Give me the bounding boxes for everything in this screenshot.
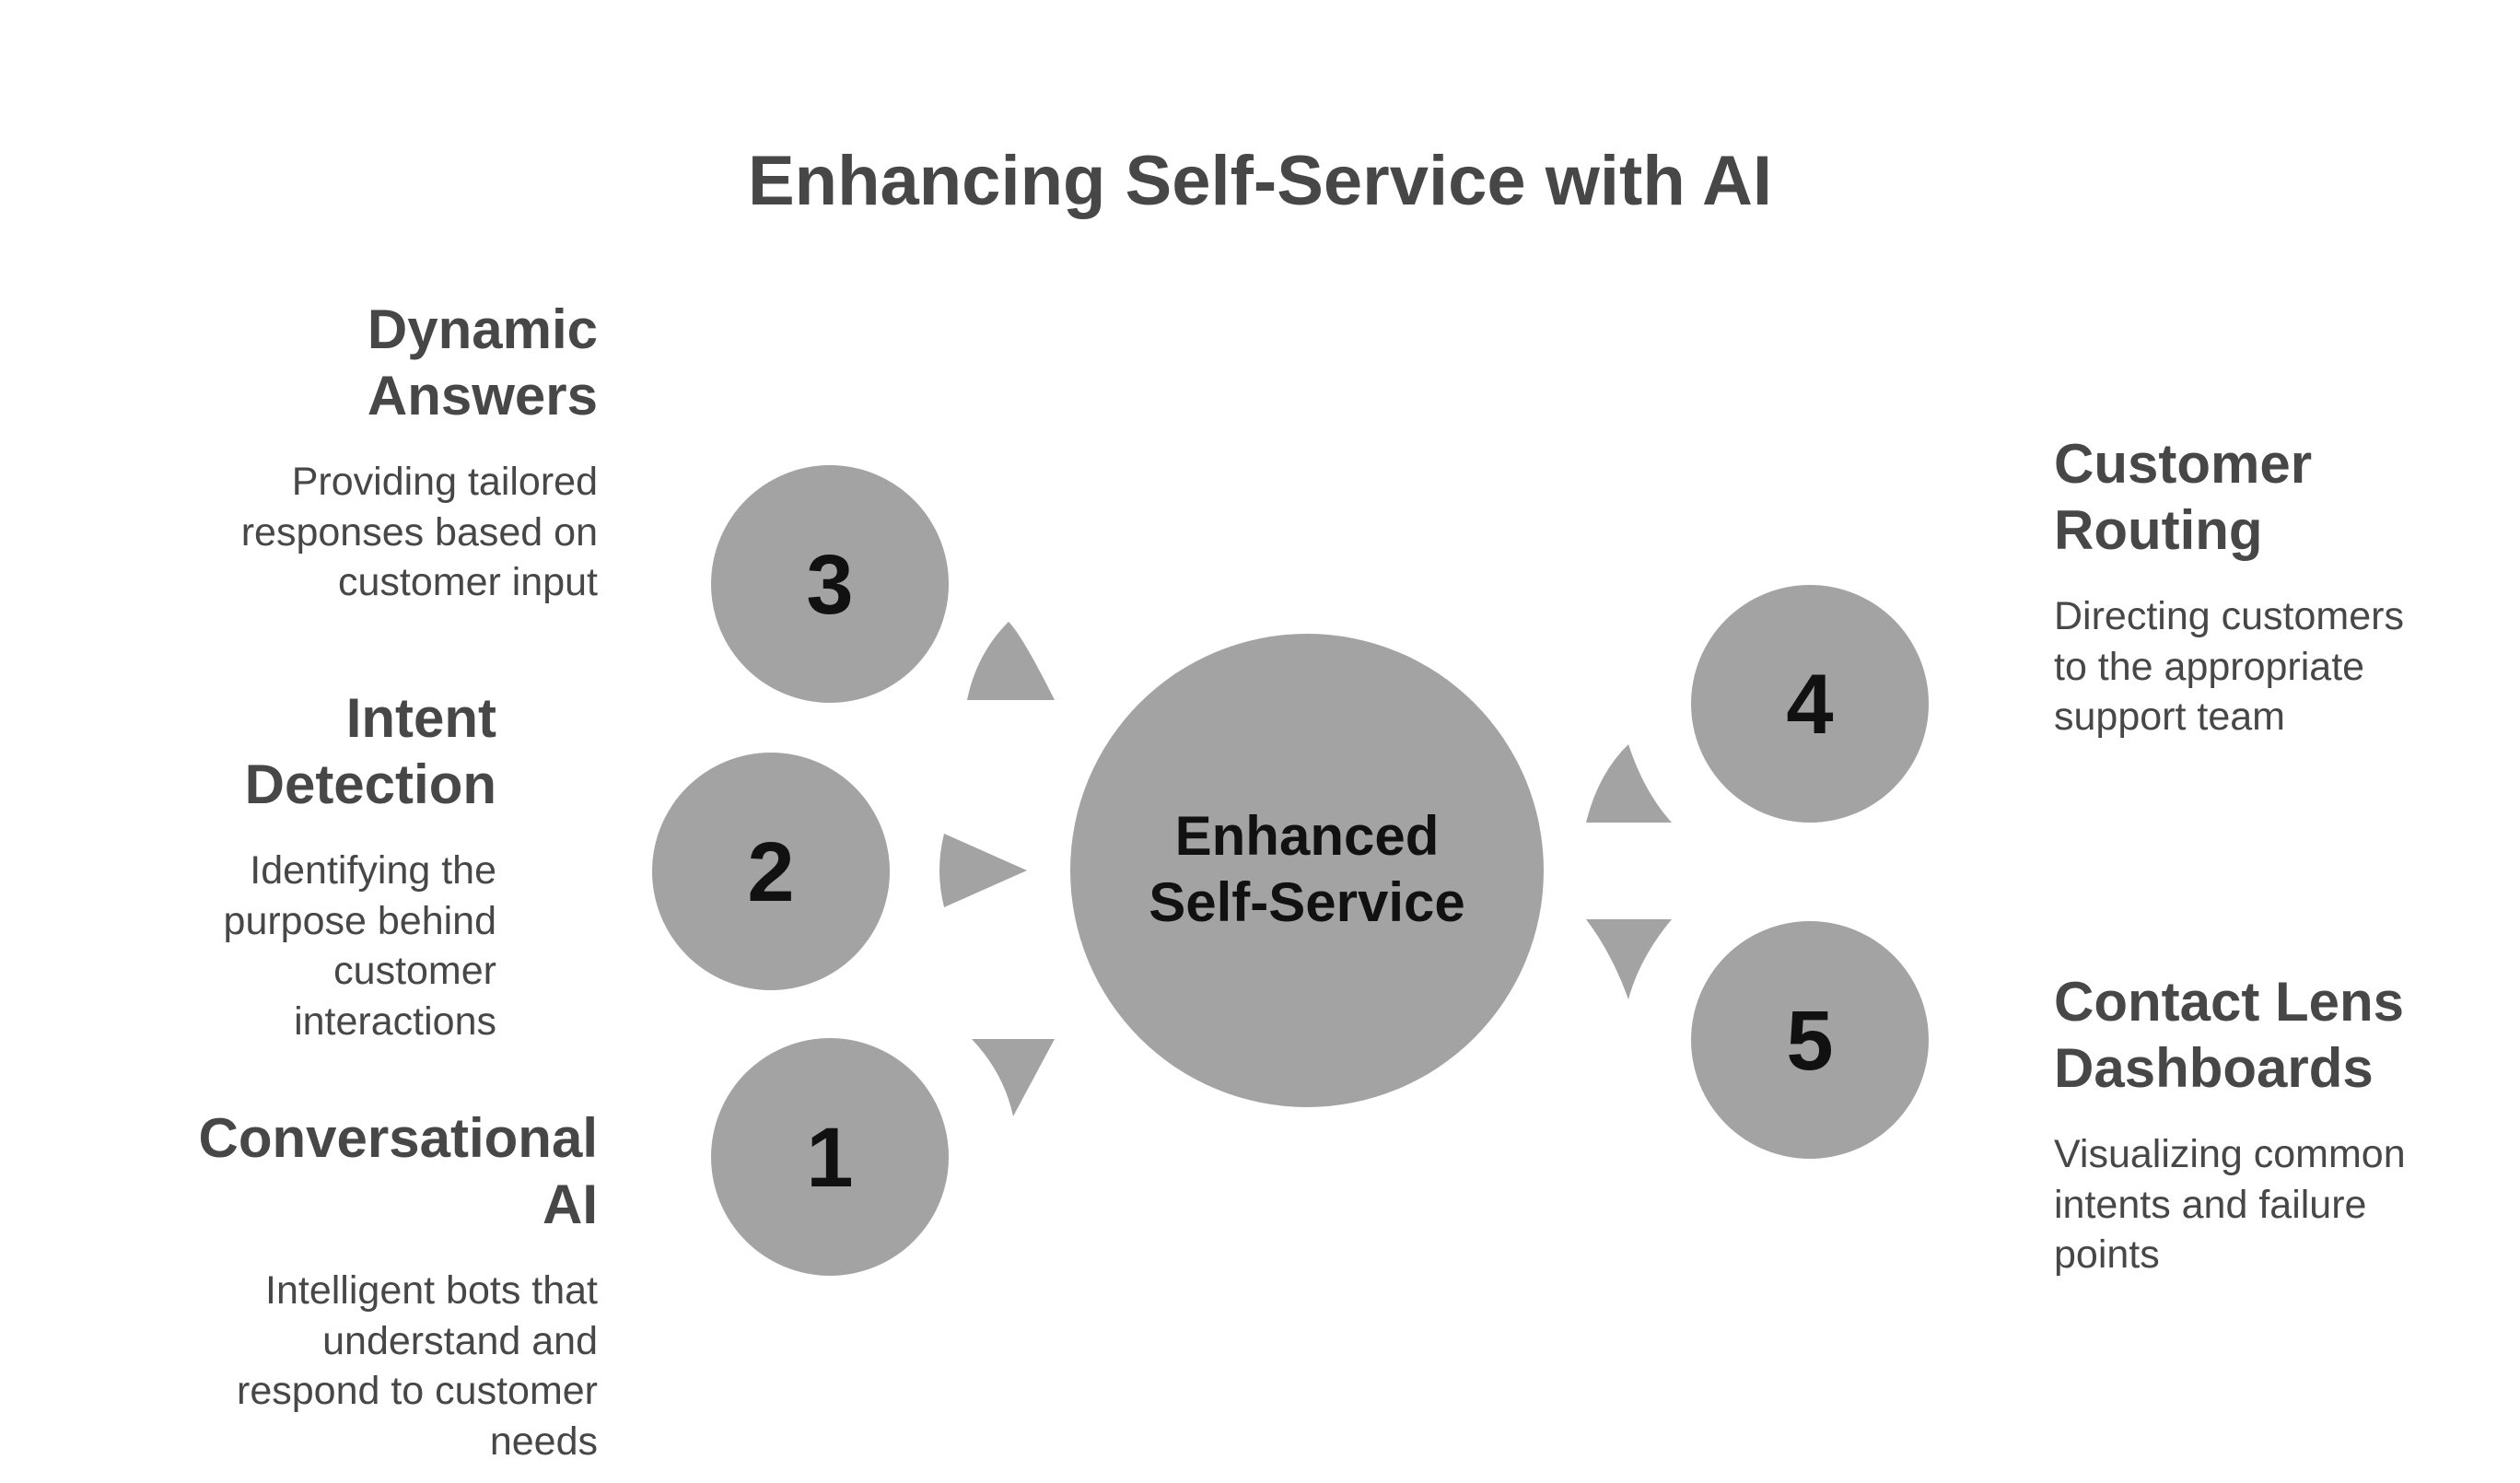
item-3-desc-line1: Providing tailored — [291, 460, 598, 504]
step-number-3: 3 — [806, 538, 853, 632]
item-1-desc-line4: needs — [489, 1419, 598, 1464]
arrow-center-to-5 — [1586, 919, 1672, 999]
arrow-center-to-4 — [1586, 744, 1672, 823]
item-3-label: Dynamic Answers Providing tailored respo… — [45, 297, 598, 608]
item-3-desc-line3: customer input — [337, 560, 598, 604]
item-2-desc-line4: interactions — [294, 998, 496, 1044]
item-5-label: Contact Lens Dashboards Visualizing comm… — [2054, 969, 2505, 1280]
step-number-4: 4 — [1786, 658, 1833, 752]
item-1-label: Conversational AI Intelligent bots that … — [27, 1105, 598, 1466]
step-circle-1 — [711, 1038, 949, 1276]
arrow-2-to-center — [939, 834, 1027, 907]
item-5-desc-line2: intents and failure — [2054, 1182, 2367, 1227]
item-5-heading: Contact Lens Dashboards — [2054, 969, 2505, 1102]
item-4-heading-line2: Routing — [2054, 499, 2263, 561]
arrow-3-to-center — [967, 622, 1055, 700]
center-label-line2: Self-Service — [1149, 871, 1465, 933]
item-1-desc-line3: respond to customer — [237, 1369, 598, 1413]
arrow-1-to-center — [972, 1039, 1055, 1116]
diagram-title: Enhancing Self-Service with AI — [747, 142, 1773, 220]
item-3-heading-line2: Answers — [367, 365, 598, 426]
step-circle-5 — [1691, 921, 1929, 1159]
item-2-desc-line1: Identifying the — [250, 848, 496, 893]
item-1-desc-line2: understand and — [322, 1318, 598, 1363]
item-1-heading: Conversational AI — [27, 1105, 598, 1238]
item-1-description: Intelligent bots that understand and res… — [27, 1266, 598, 1466]
item-1-heading-line2: AI — [542, 1174, 598, 1235]
item-4-heading: Customer Routing — [2054, 431, 2496, 564]
item-2-desc-line3: customer — [333, 949, 496, 993]
item-2-label: Intent Detection Identifying the purpose… — [18, 685, 496, 1046]
step-circle-4 — [1691, 585, 1929, 823]
item-3-heading: Dynamic Answers — [45, 297, 598, 429]
item-5-desc-line1: Visualizing common — [2054, 1132, 2406, 1176]
item-2-heading-line1: Intent — [345, 687, 496, 749]
item-4-heading-line1: Customer — [2054, 433, 2313, 495]
step-number-5: 5 — [1786, 994, 1833, 1088]
item-1-desc-line1: Intelligent bots that — [265, 1268, 598, 1313]
center-label-line1: Enhanced — [1175, 805, 1440, 867]
item-4-description: Directing customers to the appropriate s… — [2054, 591, 2496, 742]
item-2-desc-line2: purpose behind — [223, 898, 496, 943]
item-2-heading: Intent Detection — [18, 685, 496, 818]
step-circle-2 — [652, 753, 890, 990]
item-3-desc-line2: responses based on — [240, 509, 598, 555]
item-1-heading-line1: Conversational — [198, 1107, 598, 1169]
step-number-1: 1 — [806, 1111, 853, 1205]
item-5-heading-line1: Contact Lens — [2054, 971, 2405, 1033]
item-5-heading-line2: Dashboards — [2054, 1037, 2374, 1099]
item-5-desc-line3: points — [2054, 1232, 2160, 1277]
step-number-2: 2 — [747, 825, 794, 919]
step-circle-3 — [711, 465, 949, 703]
item-5-description: Visualizing common intents and failure p… — [2054, 1129, 2505, 1280]
item-3-heading-line1: Dynamic — [367, 298, 598, 360]
item-2-description: Identifying the purpose behind customer … — [18, 846, 496, 1046]
item-3-description: Providing tailored responses based on cu… — [45, 457, 598, 608]
item-4-desc-line2: to the appropriate — [2054, 644, 2365, 689]
center-hub-circle — [1070, 634, 1544, 1107]
item-4-desc-line1: Directing customers — [2054, 594, 2404, 638]
item-4-desc-line3: support team — [2054, 695, 2285, 739]
item-2-heading-line2: Detection — [244, 753, 496, 815]
item-4-label: Customer Routing Directing customers to … — [2054, 431, 2496, 742]
